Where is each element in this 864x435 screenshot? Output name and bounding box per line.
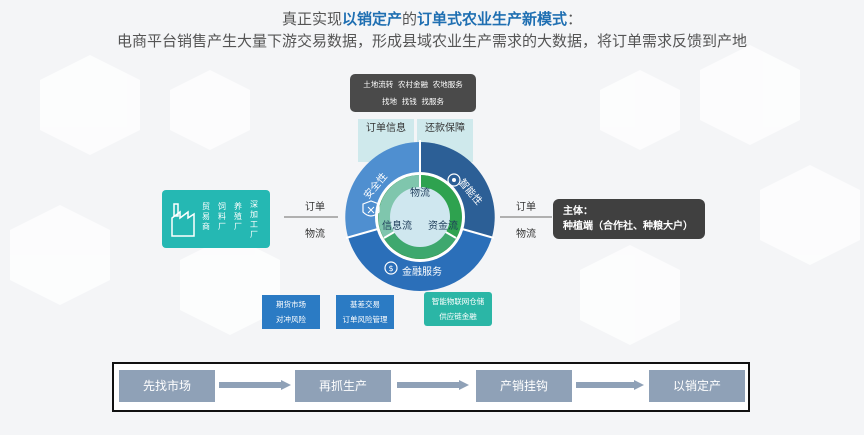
- step-arrow-3: [576, 380, 644, 390]
- buyers-box: 贸易商 饲料厂 养殖厂 深加工厂: [162, 190, 270, 248]
- factory-trader: 贸易商: [202, 202, 210, 231]
- right-arrow: [500, 216, 552, 218]
- producer-subject: 种植端（合作社、种粮大户）: [563, 221, 693, 232]
- step-production: 再抓生产: [295, 370, 391, 402]
- finance-service-label: 金融服务: [402, 265, 442, 278]
- futures-box: 期货市场 对冲风险: [262, 295, 320, 329]
- subheadline: 电商平台销售产生大量下游交易数据，形成县域农业生产需求的大数据，将订单需求反馈到…: [116, 32, 747, 50]
- factory-farm: 养殖厂: [234, 202, 242, 231]
- capital-flow-label: 资金流: [428, 219, 458, 232]
- money-bag-icon: $: [384, 261, 398, 275]
- basis-trading-box: 基差交易 订单风险管理: [336, 295, 394, 329]
- step-arrow-2: [397, 380, 469, 390]
- land-finance-services-box: 土地流转 农村金融 农地服务 找地 找钱 找服务: [350, 74, 476, 112]
- producer-box: 主体： 种植端（合作社、种粮大户）: [553, 199, 705, 239]
- left-logistics-label: 物流: [305, 229, 325, 240]
- shield-icon: [362, 200, 380, 217]
- right-logistics-label: 物流: [516, 229, 536, 240]
- logistics-inner-label: 物流: [410, 186, 430, 199]
- left-arrow: [284, 216, 338, 218]
- factory-feed: 饲料厂: [218, 202, 226, 231]
- step-link-supply-demand: 产销挂钩: [476, 370, 572, 402]
- flow-wheel: 物流 信息流 资金流 安全性 智能性 金融服务 $: [345, 132, 495, 291]
- right-order-label: 订单: [516, 202, 536, 213]
- left-order-label: 订单: [305, 202, 325, 213]
- step-arrow-1: [219, 380, 291, 390]
- iot-warehouse-box: 智能物联网仓储 供应链金融: [424, 292, 492, 326]
- brain-icon: [447, 173, 461, 187]
- svg-text:$: $: [388, 264, 393, 273]
- headline: 真正实现以销定产的订单式农业生产新模式：: [281, 10, 583, 28]
- step-produce-by-sales: 以销定产: [649, 370, 745, 402]
- factory-processing: 深加工厂: [250, 200, 258, 239]
- info-flow-label: 信息流: [382, 219, 412, 232]
- factory-icon: [171, 203, 195, 237]
- producer-title: 主体：: [563, 206, 593, 217]
- step-find-market: 先找市场: [119, 370, 215, 402]
